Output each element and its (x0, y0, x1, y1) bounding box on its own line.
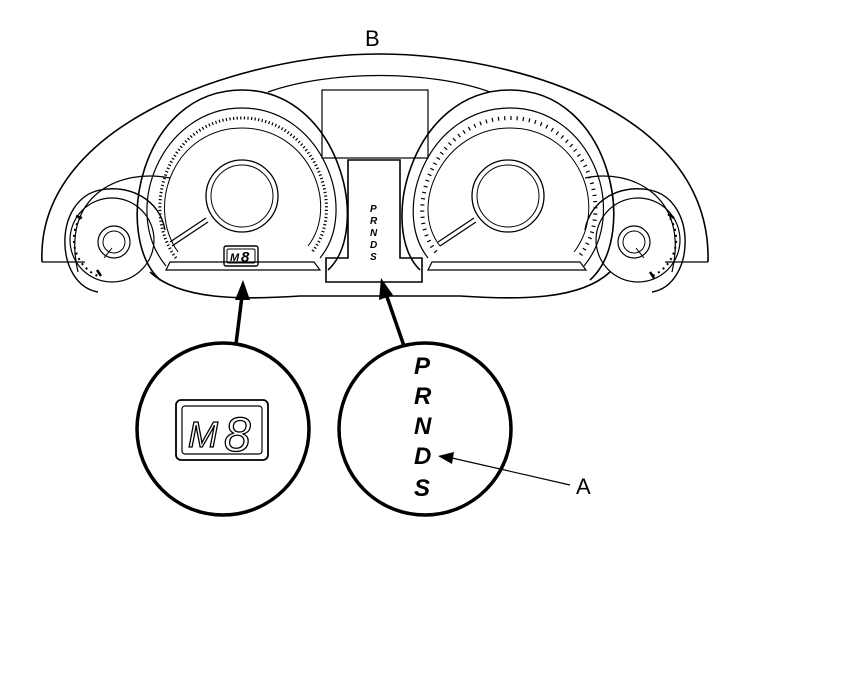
arrow-head-right (379, 278, 393, 300)
shift-zoom-s: S (414, 475, 430, 502)
right-small-gauge (584, 188, 686, 293)
shift-small-d: D (370, 240, 377, 251)
shift-small-n: N (370, 228, 378, 239)
callout-a-arrowhead (438, 452, 454, 464)
callout-a: A (438, 452, 591, 499)
label-b: B (365, 26, 380, 51)
shift-zoom-p: P (414, 353, 431, 380)
gear-display-small: M 8 (223, 245, 259, 267)
shift-small-p: P (370, 204, 377, 215)
tachometer-gauge (136, 89, 349, 281)
gear-display-small-mode: M (230, 252, 240, 264)
speedometer-gauge (401, 89, 615, 281)
shift-small-r: R (370, 216, 378, 227)
shift-zoom-d: D (414, 443, 431, 470)
gear-display-zoom-mode: M (188, 414, 218, 455)
gear-display-zoom: M 8 (135, 341, 311, 517)
left-small-gauge (64, 188, 166, 293)
arrow-head-left (235, 280, 250, 300)
center-display-panel (321, 89, 429, 283)
shift-indicator-zoom: P R N D S (337, 341, 513, 517)
shift-zoom-n: N (414, 413, 432, 440)
gear-display-zoom-digit: 8 (224, 409, 251, 462)
gear-display-small-digit: 8 (241, 249, 250, 266)
label-a: A (576, 474, 591, 499)
shift-indicator-small: P R N D S (370, 204, 378, 263)
shift-zoom-r: R (414, 383, 432, 410)
shift-small-s: S (370, 252, 377, 263)
callout-arrows (234, 278, 406, 347)
